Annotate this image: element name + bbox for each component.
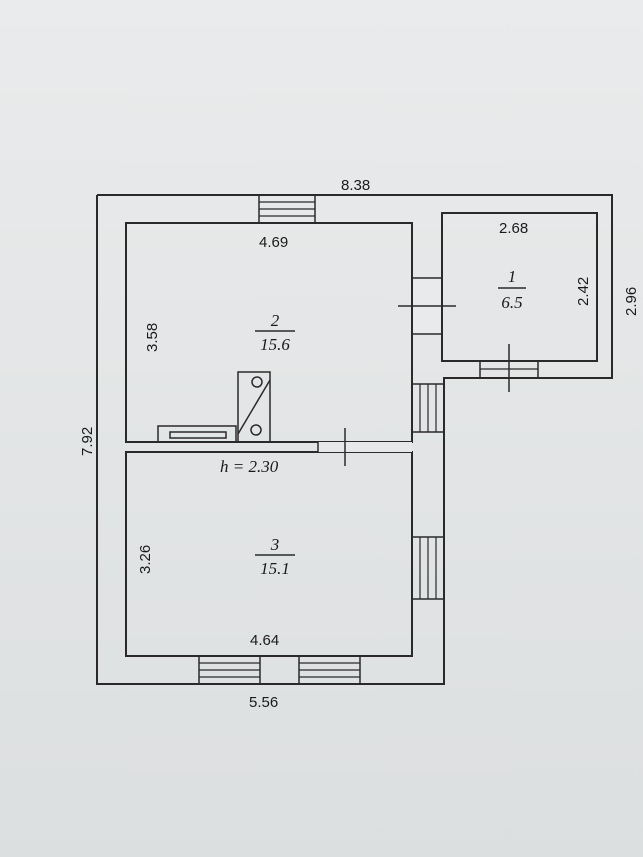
room-3-outline [125,451,413,657]
room-3-number: 3 [270,535,280,554]
dim-total-height: 7.92 [79,427,96,456]
room-2-area: 15.6 [260,335,290,354]
door-room2-room3 [317,428,412,466]
room-3-label: 3 15.1 [255,535,295,578]
room-2-outline [125,222,413,443]
window-bottom-left [198,655,261,685]
window-right-partition [411,383,445,433]
window-right-room3 [411,536,445,600]
dim-room1-height: 2.42 [575,277,592,306]
dim-room2-height: 3.58 [144,323,161,352]
window-bottom-right [298,655,361,685]
room-2-label: 2 15.6 [255,311,295,354]
dim-room3-width: 4.64 [250,632,279,649]
window-top [258,194,316,224]
dim-room2-width: 4.69 [259,234,288,251]
dim-room3-height: 3.26 [137,545,154,574]
dim-total-width: 8.38 [341,177,370,194]
dim-bottom-width: 5.56 [249,694,278,711]
room-3-area: 15.1 [260,559,290,578]
door-room2-room1 [398,277,456,335]
dim-room1-width: 2.68 [499,220,528,237]
window-room1-bottom [479,344,539,392]
dim-annex-height: 2.96 [623,287,640,316]
room-1-area: 6.5 [501,293,522,312]
room-2-number: 2 [271,311,280,330]
room-1-label: 1 6.5 [498,267,526,312]
room-1-number: 1 [508,267,517,286]
ceiling-height: h = 2.30 [220,457,279,476]
outer-walls [96,194,613,685]
stove-fixture [157,371,271,443]
